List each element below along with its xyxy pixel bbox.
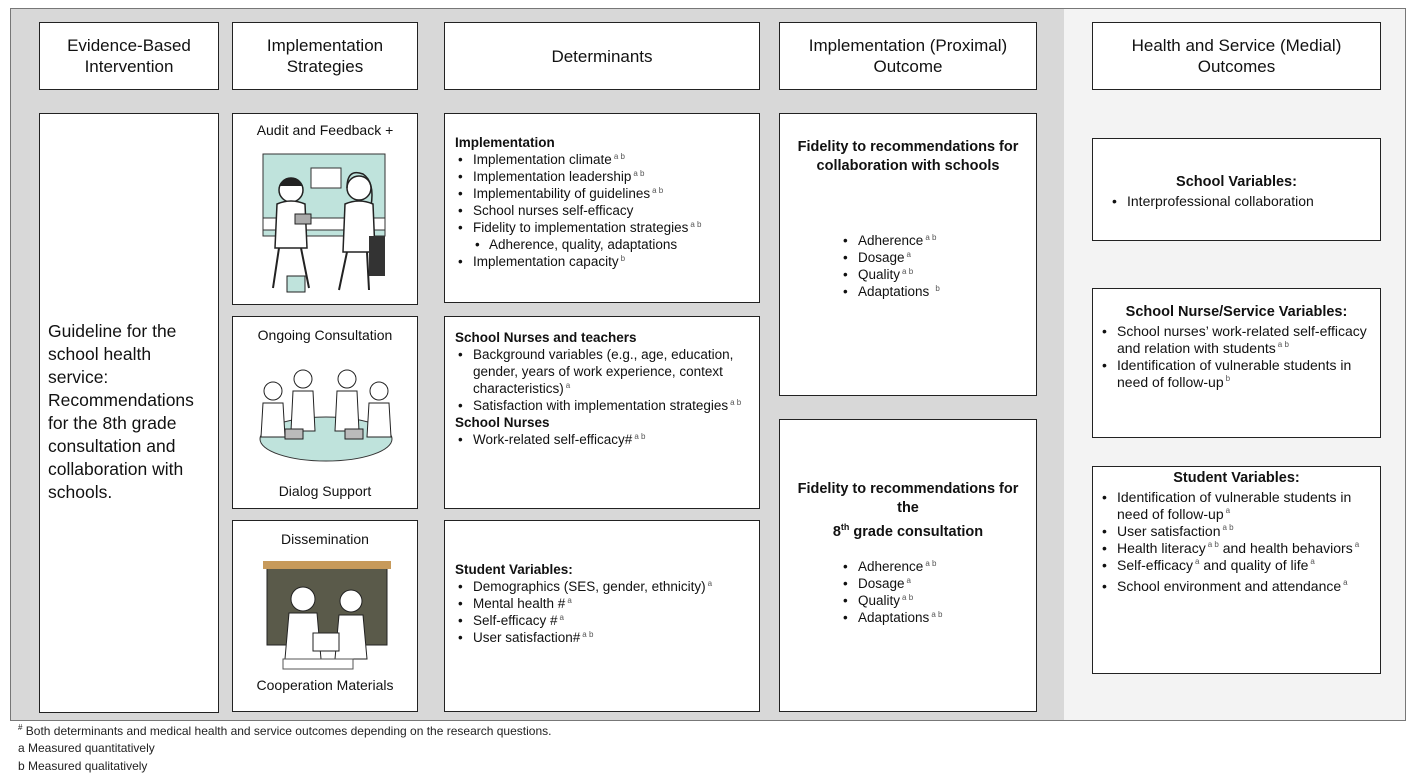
medial-student-title: Student Variables: bbox=[1173, 470, 1300, 486]
medial-nurse-box: School Nurse/Service Variables: School n… bbox=[1092, 288, 1381, 438]
proximal-schools-box: Fidelity to recommendations for collabor… bbox=[779, 113, 1037, 396]
strategy-audit-label: Audit and Feedback + bbox=[256, 122, 394, 138]
determinants-nurses-teachers-box: School Nurses and teachers Background va… bbox=[444, 316, 760, 509]
fidelity-schools-title: Fidelity to recommendations for collabor… bbox=[797, 139, 1019, 174]
guideline-text: Guideline for the school health service:… bbox=[48, 321, 194, 502]
nurse-service-list: School nurses’ work-related self-efficac… bbox=[1099, 323, 1377, 391]
dissemination-illustration bbox=[263, 561, 391, 670]
strategy-consultation-label: Ongoing Consultation bbox=[257, 327, 393, 343]
student-determinants-list: Student Variables: Demographics (SES, ge… bbox=[455, 561, 751, 646]
list-item: Identification of vulnerable students in… bbox=[1099, 489, 1377, 523]
medial-student-list: Identification of vulnerable students in… bbox=[1099, 489, 1377, 595]
fidelity-consultation-title: Fidelity to recommendations for the 8th … bbox=[797, 481, 1019, 540]
nurse-service-title: School Nurse/Service Variables: bbox=[1125, 304, 1348, 320]
strategy-consultation-dialog: Ongoing Consultation Dialog Support bbox=[232, 316, 418, 509]
diagram-frame bbox=[10, 8, 1406, 721]
header-medial-outcomes: Health and Service (Medial) Outcomes bbox=[1092, 22, 1381, 90]
nurses-teachers-title: School Nurses and teachers bbox=[455, 330, 637, 345]
strategy-dialog-label: Dialog Support bbox=[278, 483, 372, 499]
school-variables-list: Interprofessional collaboration bbox=[1109, 193, 1379, 210]
list-item: Demographics (SES, gender, ethnicity)a bbox=[455, 578, 751, 595]
school-nurses-title: School Nurses bbox=[455, 415, 550, 430]
determinants-students-box: Student Variables: Demographics (SES, ge… bbox=[444, 520, 760, 712]
list-subitem: Adherence, quality, adaptations bbox=[455, 236, 755, 253]
list-item: Self-efficacy #a bbox=[455, 612, 751, 629]
student-variables-title: Student Variables: bbox=[455, 562, 573, 577]
list-item: School nurses self-efficacy bbox=[455, 202, 755, 219]
school-variables-title: School Variables: bbox=[1176, 174, 1297, 190]
evidence-based-intervention-box: Guideline for the school health service:… bbox=[39, 113, 219, 713]
medial-student-box: Student Variables: Identification of vul… bbox=[1092, 466, 1381, 674]
footnote-hash: # Both determinants and medical health a… bbox=[18, 723, 552, 738]
footnote-a: a Measured quantitatively bbox=[18, 741, 155, 755]
implementation-title: Implementation bbox=[455, 135, 555, 150]
list-item: Mental health #a bbox=[455, 595, 751, 612]
list-item: Work-related self-efficacy#a b bbox=[455, 431, 751, 448]
strategy-cooperation-label: Cooperation Materials bbox=[256, 677, 394, 693]
medial-school-box: School Variables: Interprofessional coll… bbox=[1092, 138, 1381, 241]
strategy-audit-feedback: Audit and Feedback + bbox=[232, 113, 418, 305]
strategy-dissemination: Dissemination Cooperation Materials bbox=[232, 520, 418, 712]
group-discussion-illustration bbox=[259, 369, 393, 462]
list-item: Satisfaction with implementation strateg… bbox=[455, 397, 751, 414]
header-proximal-outcome: Implementation (Proximal) Outcome bbox=[779, 22, 1037, 90]
header-evidence-based-intervention: Evidence-Based Intervention bbox=[39, 22, 219, 90]
list-item: User satisfaction#a b bbox=[455, 629, 751, 646]
meeting-illustration bbox=[262, 153, 386, 293]
list-item: Identification of vulnerable students in… bbox=[1099, 357, 1377, 391]
strategy-dissemination-label: Dissemination bbox=[281, 531, 369, 547]
list-item: School nurses’ work-related self-efficac… bbox=[1099, 323, 1377, 357]
list-item: Interprofessional collaboration bbox=[1109, 193, 1379, 210]
proximal-consultation-box: Fidelity to recommendations for the 8th … bbox=[779, 419, 1037, 712]
list-item: Background variables (e.g., age, educati… bbox=[455, 346, 751, 397]
nurses-teachers-list: School Nurses and teachers Background va… bbox=[455, 329, 751, 448]
footnote-b: b Measured qualitatively bbox=[18, 759, 148, 773]
header-determinants: Determinants bbox=[444, 22, 760, 90]
header-implementation-strategies: Implementation Strategies bbox=[232, 22, 418, 90]
